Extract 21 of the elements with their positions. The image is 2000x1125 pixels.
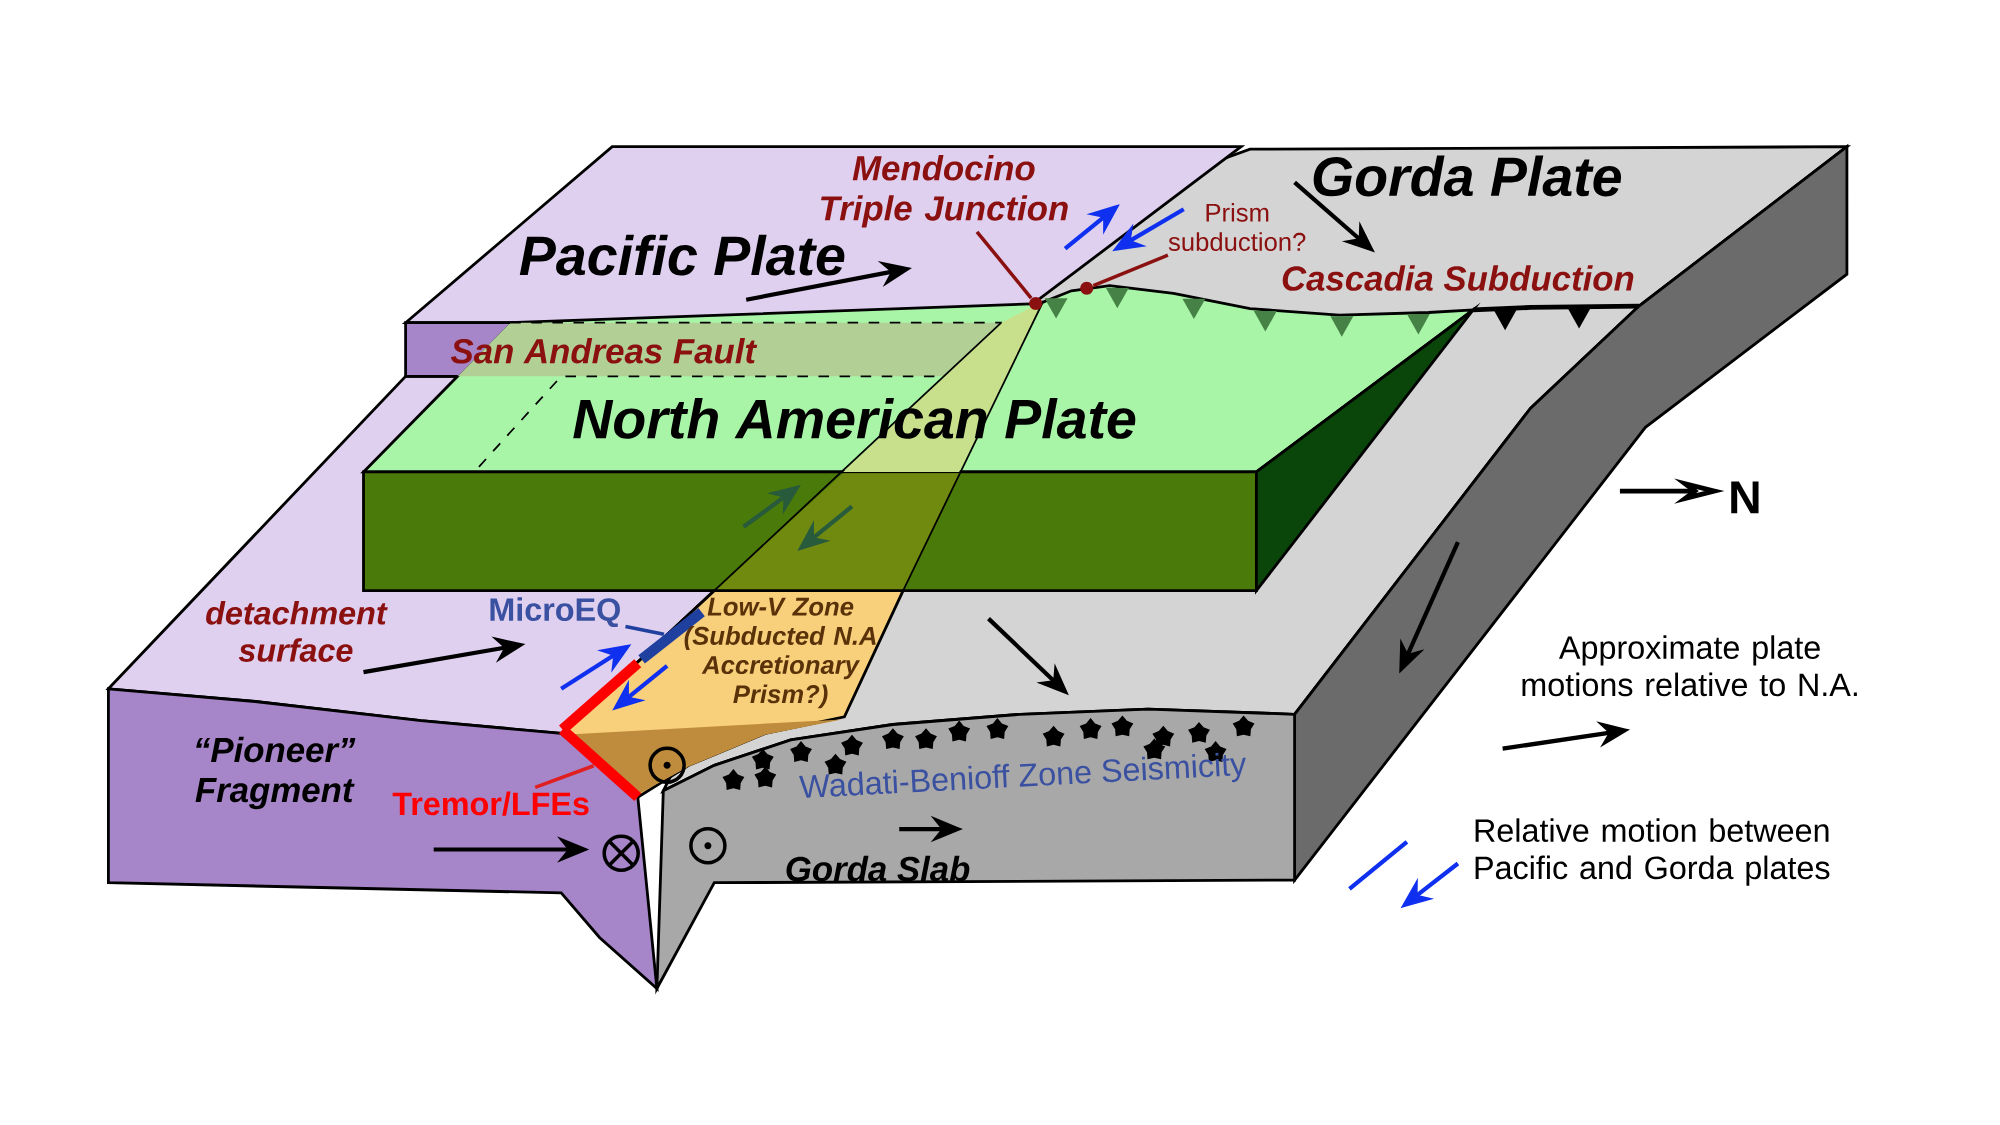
label: N — [1731, 481, 1759, 514]
callout-label: Tremor/LFEs — [392, 791, 589, 816]
callout-label: Mendocino Triple Junction — [821, 155, 1068, 228]
junction-point — [1029, 297, 1043, 311]
callout-label: MicroEQ — [490, 597, 620, 628]
legend-text: Approximate plate motions relative to N.A. — [1522, 635, 1857, 697]
leader-line — [975, 230, 1033, 300]
label: Gorda Slab — [786, 855, 970, 882]
legend-text: Relative motion between Pacific and Gorda plates — [1475, 818, 1830, 886]
label: Cascadia Subduction — [1282, 265, 1634, 291]
label: “Pioneer” Fragment — [195, 736, 356, 810]
label: Pacific Plate — [519, 234, 845, 276]
label: detachment surface — [206, 600, 388, 662]
label: San Andreas Fault — [451, 338, 758, 364]
leader-line — [625, 624, 665, 636]
callout-label: Prism subduction? — [1168, 203, 1306, 252]
label: Gorda Plate — [1313, 155, 1622, 197]
leader-line — [534, 764, 595, 789]
label: Low-V Zone (Subducted N.A Accretionary Prism?) — [684, 597, 876, 709]
label: Wadati-Benioff Zone Seismicity — [799, 752, 1246, 798]
junction-point — [1080, 281, 1094, 295]
